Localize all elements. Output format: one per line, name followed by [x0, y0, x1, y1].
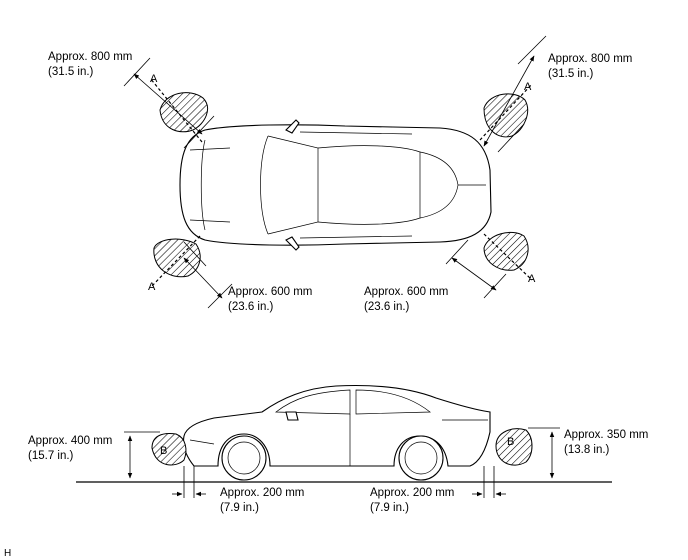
rear-height-imperial-label: (13.8 in.) — [564, 444, 610, 456]
front-left-imperial-label: (31.5 in.) — [48, 66, 94, 78]
front-right-distance-label: Approx. 800 mm — [548, 53, 632, 65]
front-left-distance-label: Approx. 800 mm — [48, 51, 132, 63]
side-front-zone: B — [151, 433, 187, 466]
zone-letter-b: B — [160, 445, 167, 457]
rear-left-imperial-label: (23.6 in.) — [228, 301, 274, 313]
front-right-imperial-label: (31.5 in.) — [548, 68, 594, 80]
rear-right-imperial-label: (23.6 in.) — [364, 301, 410, 313]
front-gap-distance-label: Approx. 200 mm — [220, 487, 304, 499]
front-height-distance-label: Approx. 400 mm — [28, 435, 112, 447]
figure-code: H — [4, 548, 11, 559]
front-gap-imperial-label: (7.9 in.) — [220, 502, 259, 514]
rear-left-distance-label: Approx. 600 mm — [228, 286, 312, 298]
zone-letter-a: A — [148, 281, 156, 293]
car-top-view — [179, 119, 492, 251]
zone-letter-a: A — [524, 81, 532, 93]
rear-gap-distance-label: Approx. 200 mm — [370, 487, 454, 499]
top-rear-left-zone: A — [148, 235, 201, 293]
zone-letter-a: A — [528, 273, 536, 285]
front-height-imperial-label: (15.7 in.) — [28, 450, 74, 462]
zone-letter-a: A — [150, 73, 158, 85]
rear-gap-imperial-label: (7.9 in.) — [370, 502, 409, 514]
top-dimension-lines — [123, 35, 547, 309]
side-rear-zone: B — [495, 428, 533, 466]
top-rear-right-zone: A — [483, 232, 536, 285]
zone-letter-b: B — [507, 436, 514, 448]
top-front-right-zone: A — [479, 81, 533, 141]
rear-height-distance-label: Approx. 350 mm — [564, 429, 648, 441]
side-dimension-lines — [124, 427, 560, 498]
rear-right-distance-label: Approx. 600 mm — [364, 286, 448, 298]
car-side-view — [76, 384, 612, 483]
